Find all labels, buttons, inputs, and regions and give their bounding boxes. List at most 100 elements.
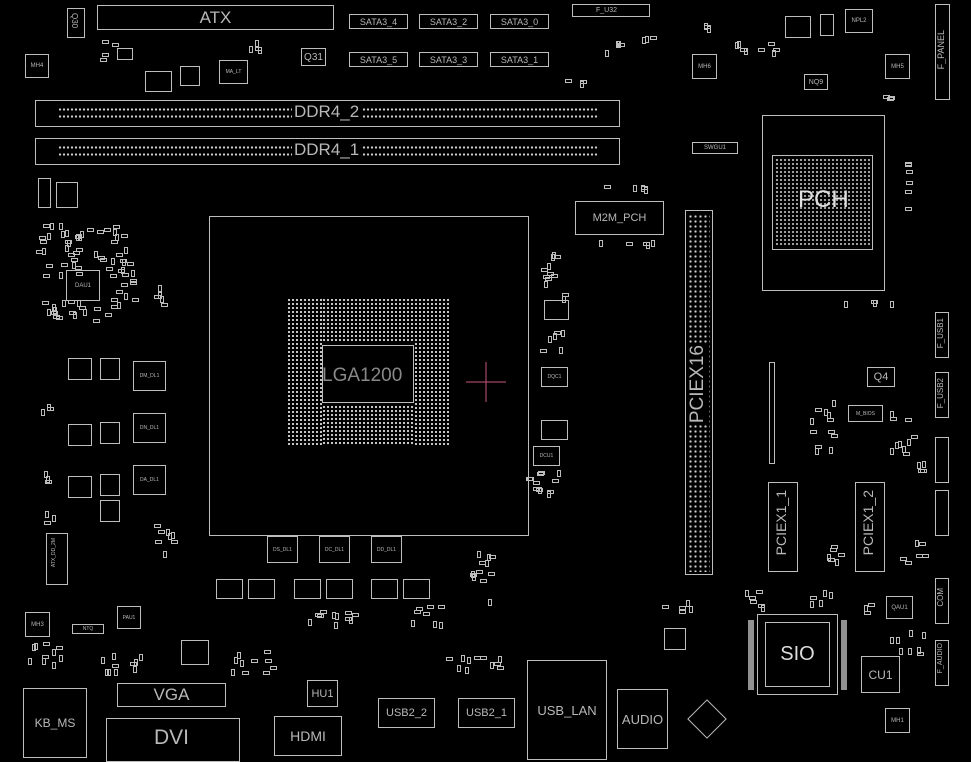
f-panel-header[interactable] — [935, 4, 950, 100]
passive-component — [905, 207, 912, 211]
passive-component — [679, 606, 686, 610]
pch-chip[interactable] — [772, 155, 873, 250]
vga-label: VGA — [153, 685, 190, 704]
passive-component — [52, 662, 56, 669]
passive-component — [541, 268, 548, 272]
f-audio-label: F_AUDIO — [937, 643, 944, 674]
passive-component — [234, 657, 238, 664]
f-usb2-header[interactable] — [935, 372, 949, 418]
f-usb1-header[interactable] — [935, 312, 949, 358]
usb2-1-connector[interactable]: USB2_1 — [458, 698, 515, 728]
passive-component — [488, 599, 492, 606]
pciex1-2-slot[interactable] — [855, 482, 885, 572]
hdmi-connector[interactable]: HDMI — [274, 716, 342, 756]
mosfet-5 — [68, 476, 92, 498]
sata3-2-connector[interactable]: SATA3_2 — [419, 14, 478, 29]
passive-component — [427, 605, 434, 609]
passive-component — [45, 511, 49, 518]
passive-component — [154, 295, 161, 299]
usb-lan-connector[interactable]: USB_LAN — [527, 660, 607, 760]
passive-component — [163, 551, 167, 558]
passive-component — [906, 181, 913, 185]
sata3-0-connector[interactable]: SATA3_0 — [490, 14, 549, 29]
pciex16-slot[interactable] — [685, 210, 713, 575]
passive-component — [111, 258, 115, 265]
f-audio-header[interactable] — [935, 640, 949, 686]
passive-component — [758, 48, 765, 52]
passive-component — [548, 336, 552, 343]
cpu-pins-top — [322, 298, 414, 343]
passive-component — [461, 655, 465, 662]
passive-component — [42, 658, 46, 665]
pcie-x1-thin-slot — [769, 362, 775, 464]
passive-component — [643, 242, 650, 246]
sata3-4-connector[interactable]: SATA3_4 — [349, 14, 408, 29]
passive-component — [65, 245, 69, 252]
passive-component — [242, 671, 249, 675]
cpu-socket-outline[interactable] — [209, 216, 529, 536]
usb2-2-connector[interactable]: USB2_2 — [378, 698, 435, 728]
capacitor-q30 — [67, 8, 85, 38]
pciex1-1-slot[interactable] — [768, 482, 798, 572]
passive-component — [547, 263, 551, 270]
mosfet-3 — [68, 424, 92, 446]
mosfet-4 — [100, 422, 120, 444]
sio-outline — [757, 614, 838, 695]
passive-component — [411, 620, 415, 627]
passive-component — [28, 658, 32, 665]
passive-component — [155, 540, 162, 544]
passive-component — [890, 637, 894, 644]
passive-component — [439, 622, 443, 629]
m-bios-chip[interactable]: M_BIOS — [848, 405, 883, 422]
passive-component — [756, 590, 763, 594]
ddr4-1-slot[interactable] — [35, 138, 620, 165]
passive-component — [815, 448, 819, 455]
sio-chip[interactable]: SIO — [765, 622, 830, 687]
sata3-5-connector[interactable]: SATA3_5 — [349, 52, 408, 67]
vga-connector[interactable]: VGA — [117, 683, 226, 707]
passive-component — [46, 264, 53, 268]
passive-component — [618, 43, 625, 47]
atx-dd-2m-connector[interactable] — [46, 533, 68, 585]
chip-mid-right — [544, 300, 569, 320]
spi-header — [935, 437, 949, 483]
swgu1-component: SWGU1 — [692, 142, 738, 154]
passive-component — [552, 479, 559, 483]
passive-component — [544, 281, 548, 288]
passive-component — [111, 298, 118, 302]
passive-component — [545, 277, 552, 281]
ddr4-2-slot[interactable] — [35, 100, 620, 127]
dqc2-chip — [541, 420, 568, 440]
passive-component — [36, 250, 43, 254]
passive-component — [154, 524, 161, 528]
kb-ms-connector[interactable]: KB_MS — [23, 688, 87, 758]
passive-component — [102, 40, 109, 44]
passive-component — [905, 418, 912, 422]
passive-component — [538, 471, 545, 475]
passive-component — [873, 300, 877, 307]
ntq-component: NTQ — [72, 624, 104, 634]
f-u32-header[interactable] — [572, 4, 650, 17]
cu1-chip[interactable]: CU1 — [861, 656, 900, 693]
audio-connector[interactable]: AUDIO — [617, 689, 668, 749]
passive-component — [662, 605, 669, 609]
passive-component — [97, 230, 104, 234]
passive-component — [65, 230, 69, 237]
passive-component — [44, 521, 51, 525]
passive-component — [332, 612, 336, 619]
mosfet-6 — [100, 474, 120, 496]
passive-component — [44, 471, 48, 478]
com-header[interactable] — [935, 578, 949, 624]
com-label: COM — [936, 588, 945, 607]
sata3-2-label: SATA3_2 — [429, 16, 468, 27]
passive-component — [773, 48, 780, 52]
passive-component — [745, 590, 749, 597]
mosfet-b4 — [326, 579, 353, 599]
passive-component — [919, 542, 926, 546]
sata3-1-connector[interactable]: SATA3_1 — [490, 52, 549, 67]
passive-component — [922, 461, 926, 468]
sata3-3-connector[interactable]: SATA3_3 — [419, 52, 478, 67]
atx-connector[interactable]: ATX — [97, 5, 334, 30]
m2m-pch-connector[interactable]: M2M_PCH — [575, 201, 664, 235]
